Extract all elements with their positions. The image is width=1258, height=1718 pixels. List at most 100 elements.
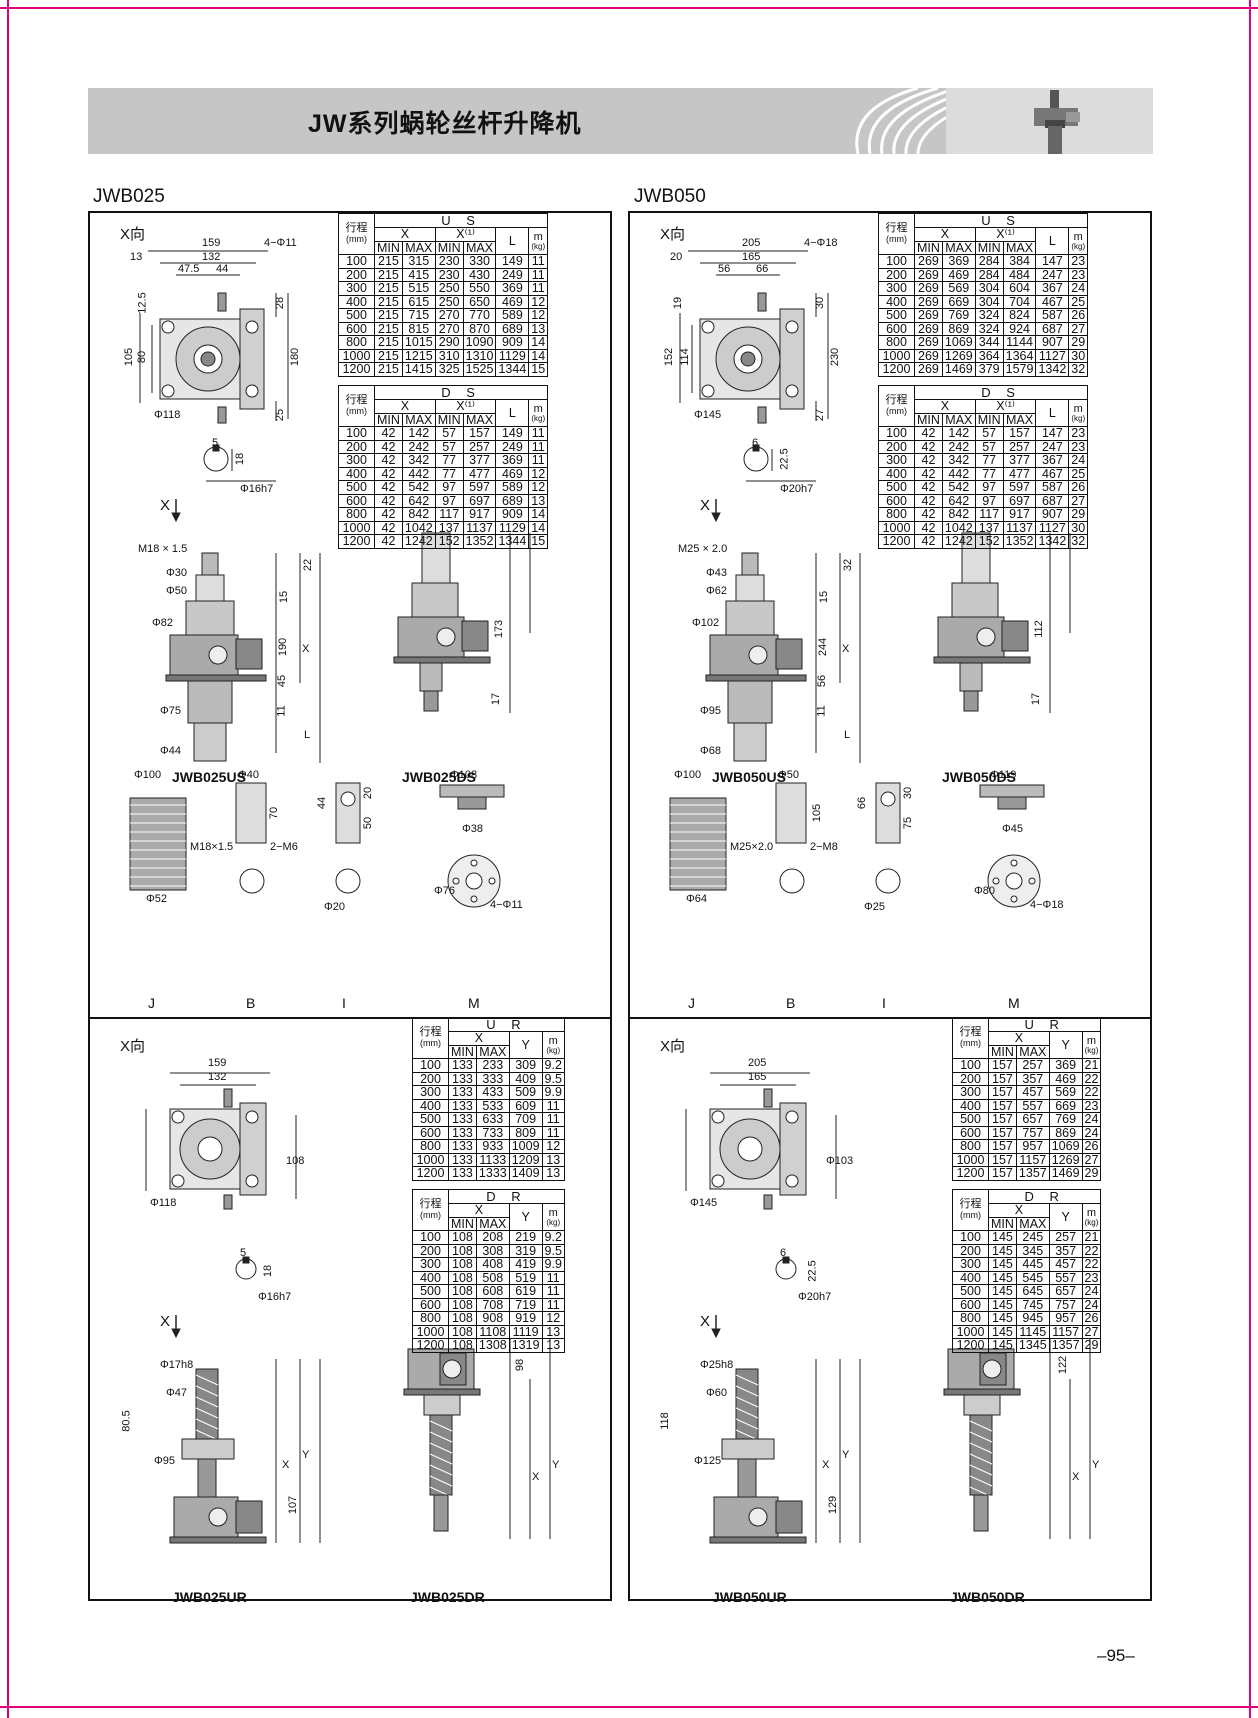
table-cell: 1345 bbox=[1015, 1338, 1050, 1353]
table-cell: 345 bbox=[1015, 1243, 1050, 1258]
us-elevation-drawing bbox=[165, 552, 321, 763]
table-cell: 133 bbox=[448, 1166, 477, 1181]
table-cell: 137 bbox=[974, 520, 1004, 535]
dim-phi30: Φ30 bbox=[166, 567, 188, 579]
caption-us: JWB050US bbox=[712, 769, 786, 785]
table-cell: 133 bbox=[448, 1058, 477, 1073]
x1-header: X⁽¹⁾ bbox=[434, 399, 497, 414]
panel-divider bbox=[90, 1017, 610, 1019]
mass-header: m(kg) bbox=[1068, 227, 1089, 255]
table-cell: 12 bbox=[528, 466, 549, 481]
banner-decoration bbox=[855, 88, 1153, 154]
table-cell: 26 bbox=[1081, 1311, 1102, 1326]
table-cell: 42 bbox=[374, 534, 403, 549]
table-cell: 519 bbox=[508, 1270, 543, 1285]
accessory-label: M bbox=[468, 995, 480, 1011]
table-cell: 14 bbox=[528, 507, 549, 522]
table-cell: 157 bbox=[988, 1098, 1017, 1113]
table-cell: 1157 bbox=[1015, 1152, 1050, 1167]
table-cell: 325 bbox=[434, 362, 464, 377]
table-cell: 249 bbox=[495, 439, 530, 454]
max-header: MAX bbox=[401, 412, 436, 427]
dim-m6: 2−M8 bbox=[810, 841, 838, 853]
max-header: MAX bbox=[1015, 1044, 1050, 1059]
table-cell: 1357 bbox=[1048, 1338, 1083, 1353]
table-cell: 157 bbox=[988, 1085, 1017, 1100]
dim-d44: 44 bbox=[316, 796, 329, 810]
table-cell: 157 bbox=[1002, 426, 1037, 441]
accessories-drawing bbox=[129, 782, 505, 908]
table-cell: 9.5 bbox=[541, 1071, 565, 1086]
table-cell: 42 bbox=[374, 426, 403, 441]
stroke-unit: (mm) bbox=[960, 1038, 981, 1048]
table-cell: 842 bbox=[941, 507, 976, 522]
table-cell: 719 bbox=[508, 1297, 543, 1312]
table-cell: 945 bbox=[1015, 1311, 1050, 1326]
table-cell: 333 bbox=[475, 1071, 510, 1086]
accessory-label: I bbox=[882, 995, 886, 1011]
dim-phi118: Φ145 bbox=[694, 409, 722, 421]
table-cell: 29 bbox=[1068, 335, 1089, 350]
dim-d132-r: 165 bbox=[748, 1071, 767, 1083]
table-cell: 147 bbox=[1035, 426, 1070, 441]
dim-dl: L bbox=[844, 729, 851, 741]
table-cell: 145 bbox=[988, 1230, 1017, 1245]
table-cell: 600 bbox=[952, 1297, 989, 1312]
table-cell: 42 bbox=[914, 493, 943, 508]
dim-d20: 30 bbox=[902, 786, 915, 800]
table-cell: 633 bbox=[475, 1112, 510, 1127]
table-cell: 145 bbox=[988, 1243, 1017, 1258]
table-cell: 200 bbox=[878, 439, 915, 454]
table-cell: 745 bbox=[1015, 1297, 1050, 1312]
table-cell: 1145 bbox=[1015, 1324, 1050, 1339]
dim-y-dr: Y bbox=[552, 1459, 560, 1471]
input-shaft-bottom bbox=[757, 406, 767, 424]
mass-header: m(kg) bbox=[528, 399, 549, 427]
dim-phi75: Φ75 bbox=[160, 705, 182, 717]
table-cell: 133 bbox=[448, 1152, 477, 1167]
table-cell: 344 bbox=[974, 335, 1004, 350]
table-cell: 469 bbox=[495, 466, 530, 481]
table-cell: 117 bbox=[974, 507, 1004, 522]
table-cell: 147 bbox=[1035, 254, 1070, 269]
table-cell: 42 bbox=[374, 480, 403, 495]
x-header: X bbox=[374, 399, 436, 414]
table-cell: 200 bbox=[952, 1243, 989, 1258]
max-header: MAX bbox=[401, 240, 436, 255]
top-view-drawing bbox=[679, 250, 829, 523]
panel-divider bbox=[630, 1017, 1150, 1019]
table-cell: 133 bbox=[448, 1085, 477, 1100]
table-cell: 457 bbox=[1015, 1085, 1050, 1100]
dr-elevation-drawing bbox=[403, 1339, 551, 1539]
table-cell: 300 bbox=[952, 1257, 989, 1272]
mass-header: m(kg) bbox=[541, 1031, 565, 1059]
table-cell: 842 bbox=[401, 507, 436, 522]
mass-unit: (kg) bbox=[1084, 1217, 1099, 1227]
table-cell: 697 bbox=[1002, 493, 1037, 508]
table-cell: 157 bbox=[988, 1058, 1017, 1073]
table-cell: 200 bbox=[412, 1071, 449, 1086]
table-cell: 22 bbox=[1081, 1243, 1102, 1258]
table-cell: 13 bbox=[541, 1338, 565, 1353]
table-cell: 800 bbox=[338, 507, 375, 522]
mass-unit: (kg) bbox=[1071, 413, 1086, 423]
mount-hole bbox=[785, 384, 799, 398]
dim-phi30: Φ43 bbox=[706, 567, 728, 579]
table-cell: 469 bbox=[941, 267, 976, 282]
table-cell: 304 bbox=[974, 294, 1004, 309]
table-cell: 149 bbox=[495, 254, 530, 269]
dim-phi38: Φ38 bbox=[462, 823, 484, 835]
max-header: MAX bbox=[941, 240, 976, 255]
table-cell: 11 bbox=[541, 1098, 565, 1113]
